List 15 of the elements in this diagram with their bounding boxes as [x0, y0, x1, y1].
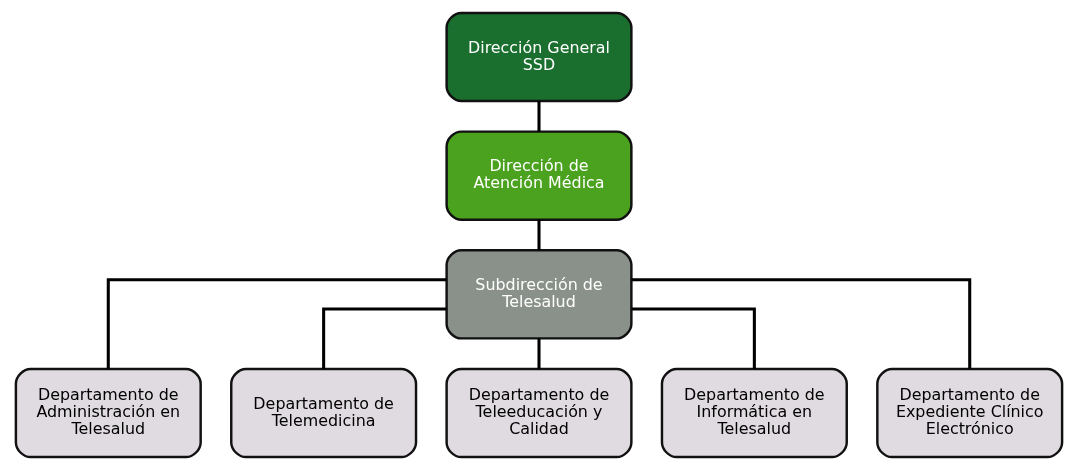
connector: [537, 219, 541, 251]
connector: [106, 278, 447, 369]
node-box: Dirección General SSD: [445, 11, 633, 103]
node-box: Dirección de Atención Médica: [445, 130, 633, 221]
connector: [322, 307, 447, 369]
node-box: Departamento de Telemedicina: [230, 367, 418, 459]
node-box: Departamento de Teleeducación y Calidad: [445, 367, 633, 459]
connector: [537, 101, 541, 132]
node-box: Departamento de Administración en Telesalud: [14, 367, 202, 459]
node-box: Subdirección de Telesalud: [445, 249, 633, 340]
connector: [537, 338, 541, 369]
node-box: Departamento de Informática en Telesalud: [660, 367, 848, 459]
node-box: Departamento de Expediente Clínico Electrónico: [876, 367, 1064, 459]
connector: [631, 307, 756, 369]
connector: [631, 278, 972, 369]
